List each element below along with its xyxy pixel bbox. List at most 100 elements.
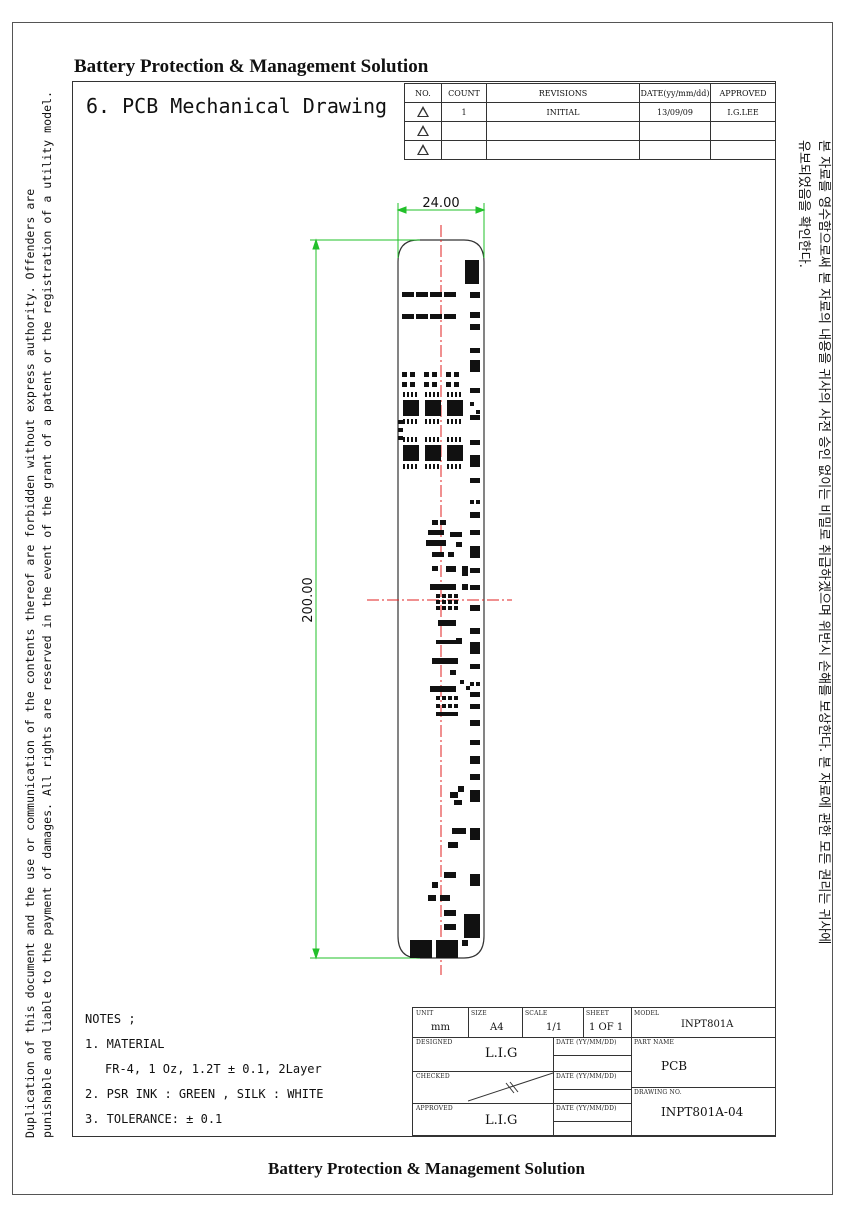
width-dimension-label: 24.00 [422,196,459,211]
copper-pad [442,606,446,610]
copper-pad [398,420,403,424]
copper-pad [462,940,468,946]
copper-pad [430,292,442,297]
drawing-border [12,22,833,1195]
copper-pad [403,437,405,442]
copper-pad [465,260,479,284]
copper-pad [454,600,458,604]
copper-pad [403,445,419,461]
copper-pad [446,372,451,377]
approved-label: APPROVED [416,1105,453,1112]
copper-pad [415,437,417,442]
revision-header-row: NO. COUNT REVISIONS DATE(yy/mm/dd) APPRO… [404,83,776,103]
copper-pad [415,392,417,397]
copper-pad [448,696,452,700]
copper-pad [398,436,403,440]
copper-pad [459,419,461,424]
copper-pad [450,532,462,537]
model-value: INPT801A [681,1019,734,1030]
revision-triangle-icon [404,121,442,141]
revision-row [404,121,776,141]
copper-pad [432,552,444,557]
sheet-cell: SHEET 1 OF 1 [583,1008,631,1037]
copper-pad [454,696,458,700]
copper-pad [447,419,449,424]
copper-pad [425,400,441,416]
copper-pad [433,419,435,424]
copper-pad [470,774,480,780]
copper-pad [470,682,474,686]
checked-date-cell: DATE (YY/MM/DD) [553,1071,631,1089]
copper-pad [447,464,449,469]
copper-pad [437,392,439,397]
checked-cell: CHECKED [413,1071,553,1103]
copper-pad [474,324,480,330]
copper-pad [425,445,441,461]
part-name-cell: PART NAME PCB [631,1037,776,1087]
copper-pad [470,568,480,573]
copper-pad [470,402,474,406]
copper-pad [425,464,427,469]
drawing-no-label: DRAWING NO. [634,1089,682,1096]
header-title: Battery Protection & Management Solution [74,56,429,77]
copper-pad [476,410,480,414]
designed-date-label: DATE (YY/MM/DD) [556,1039,617,1046]
copper-pad [454,382,459,387]
copper-pad [428,530,444,535]
copper-pad [440,520,446,525]
width-dimension [396,203,486,258]
copper-pad [454,594,458,598]
copper-pad [432,372,437,377]
copper-pad [433,464,435,469]
copper-pad [470,500,474,504]
copper-pad [448,594,452,598]
scale-value: 1/1 [546,1022,563,1033]
copper-pad [470,415,480,420]
copper-pad [470,874,480,886]
copper-pad [433,392,435,397]
pcb-pads [398,260,480,958]
copper-pad [455,392,457,397]
copper-pad [411,464,413,469]
copper-pad [470,512,480,518]
copper-pad [411,419,413,424]
size-cell: SIZE A4 [468,1008,522,1037]
copper-pad [470,692,480,697]
designed-cell: DESIGNED L.I.G [413,1037,553,1071]
copper-pad [402,372,407,377]
rev-approved [710,140,776,160]
copper-pad [429,464,431,469]
copper-pad [415,464,417,469]
inner-frame [72,81,776,1137]
copper-pad [436,594,440,598]
copper-pad [447,392,449,397]
copper-pad [436,606,440,610]
copper-pad [436,712,458,716]
copper-pad [459,437,461,442]
copper-pad [403,419,405,424]
copper-pad [470,348,480,353]
copper-pad [448,606,452,610]
copper-pad [470,585,480,590]
copper-pad [466,686,470,690]
copper-pad [447,445,463,461]
designed-value: L.I.G [485,1046,518,1061]
copper-pad [410,940,432,958]
copper-pad [411,437,413,442]
copper-pad [442,594,446,598]
size-value: A4 [490,1022,504,1033]
copper-pad [459,464,461,469]
copper-pad [470,312,480,318]
copper-pad [455,464,457,469]
copper-pad [411,392,413,397]
copper-pad [442,600,446,604]
copper-pad [398,428,403,432]
copper-pad [459,392,461,397]
copper-pad [462,566,468,576]
copper-pad [432,520,438,525]
note-item: FR-4, 1 Oz, 1.2T ± 0.1, 2Layer [105,1062,322,1076]
copper-pad [402,314,414,319]
copper-pad [451,392,453,397]
copper-pad [426,540,446,546]
